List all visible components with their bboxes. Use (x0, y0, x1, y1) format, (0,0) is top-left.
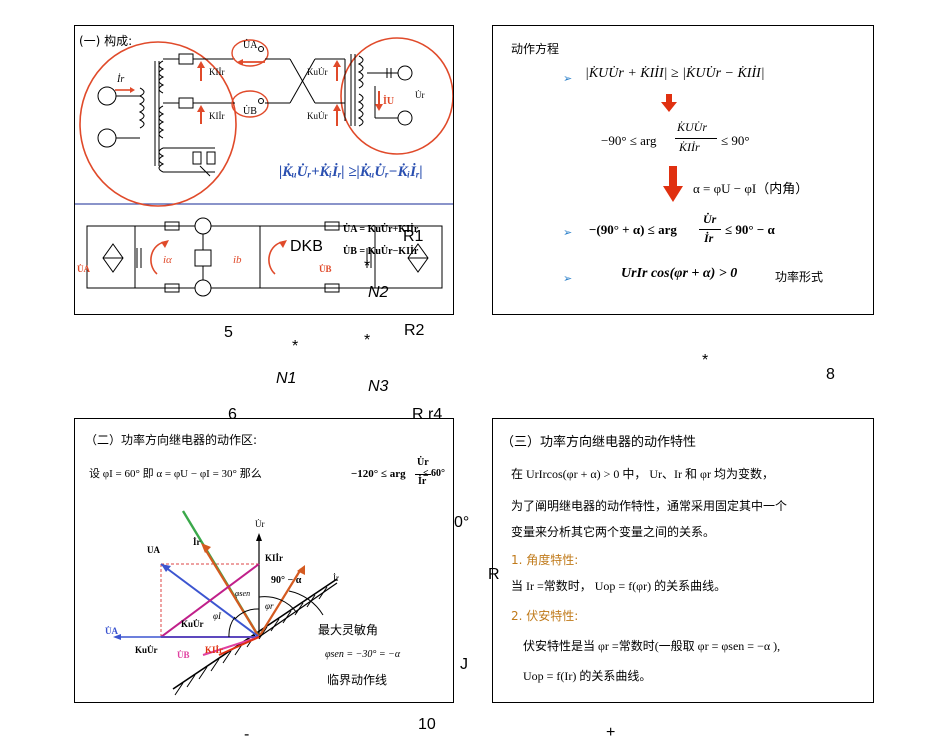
label-ub-mid: U̇B (243, 106, 257, 117)
phasor-label-ua2: U̇A (105, 626, 118, 636)
action-zone-panel: （二）功率方向继电器的动作区: 设 φI = 60° 即 α = φU − φI… (74, 418, 454, 703)
stray-r3: R r4 (412, 406, 443, 423)
relay-circuit-diagram (75, 37, 453, 297)
stray-six: 6 (228, 406, 237, 423)
composition-panel: (一) 构成: U̇A KIİr KIİr U̇B KuU̇r KuU̇r İr… (74, 25, 454, 315)
equation-2-fraction-bar (675, 138, 717, 139)
equation-4-denominator: İr (704, 231, 714, 245)
label-kuur-1: KuU̇r (307, 67, 328, 77)
stray-n3: N3 (368, 378, 389, 395)
label-ur: U̇r (415, 90, 425, 100)
action-zone-formula-b: −120° ≤ arg (351, 468, 406, 480)
equation-2-numerator: K̇UU̇r (677, 120, 708, 134)
phasor-label-kuur2: KuU̇r (135, 645, 158, 655)
equation-5: UrIr cos(φr + α) > 0 (621, 266, 738, 281)
phasor-label-ir: İr (193, 537, 201, 547)
label-kuur-2: KuU̇r (307, 111, 328, 121)
stray-star-4: * (702, 352, 709, 369)
equation-2-left: −90° ≤ arg (601, 133, 657, 148)
characteristic-line-1: 在 UrIrcos(φr + α) > 0 中， Ur、Ir 和 φr 均为变数… (511, 467, 774, 481)
equation-4-numerator: U̇r (703, 212, 717, 226)
bullet-arrow-icon: ➢ (563, 272, 573, 285)
label-kiir-2: KIİr (209, 111, 225, 121)
boundary-line-label: 临界动作线 (327, 673, 388, 687)
label-kiir-1: KIİr (209, 67, 225, 77)
stray-eight: 8 (826, 366, 835, 383)
equation-ua: U̇A = KuU̇r+KIİr (343, 224, 419, 235)
angle-characteristic-text: 当 Ir =常数时， Uop = f(φr) 的关系曲线。 (511, 579, 727, 593)
phasor-label-ua: UA (147, 545, 160, 555)
equation-4-right: ≤ 90° − α (725, 222, 775, 237)
phasor-label-ir2: İr (333, 573, 339, 583)
stray-plus: + (606, 724, 616, 741)
phasor-label-ur: U̇r (255, 519, 265, 529)
bullet-arrow-icon: ➢ (563, 72, 573, 85)
equation-2-right: ≤ 90° (721, 133, 750, 148)
volt-ampere-text-2: Uop = f(Ir) 的关系曲线。 (523, 669, 652, 683)
equation-5-note: 功率形式 (775, 270, 824, 284)
label-iu: İU (383, 96, 395, 107)
stray-r5: R (488, 566, 500, 583)
equation-ub: U̇B = KuU̇r−KIİr (343, 246, 419, 257)
label-ib: ib (233, 254, 242, 266)
phasor-label-kuur: KuU̇r (181, 619, 204, 629)
action-equation-title: 动作方程 (511, 42, 560, 56)
stray-minus: - (244, 726, 250, 743)
phi-sen-equation: φsen = −30° = −α (325, 649, 401, 660)
label-ir: İr (117, 74, 125, 85)
volt-ampere-text-1: 伏安特性是当 φr =常数时(一般取 φr = φsen = −α ), (523, 639, 781, 653)
label-ua-left: U̇A (77, 264, 90, 274)
down-arrow-icon (661, 94, 677, 112)
stray-star-2: * (292, 338, 299, 355)
phasor-label-phir: φr (265, 601, 274, 611)
action-zone-title: （二）功率方向继电器的动作区: (85, 433, 258, 447)
stray-star-3: * (364, 332, 371, 349)
stray-n1: N1 (276, 370, 297, 387)
characteristic-title: （三）功率方向继电器的动作特性 (501, 435, 697, 450)
big-down-arrow-icon (663, 166, 683, 202)
characteristic-line-2: 为了阐明继电器的动作特性，通常采用固定其中一个 (511, 499, 788, 513)
phasor-label-kiir2: KIİr (205, 645, 223, 655)
stray-n2: N2 (368, 284, 389, 301)
bullet-arrow-icon: ➢ (563, 226, 573, 239)
equation-2-denominator: K̇Iİr (679, 140, 700, 154)
stray-ten: 10 (418, 716, 436, 733)
label-ia: iα (163, 254, 172, 266)
max-sensitivity-label: 最大灵敏角 (318, 623, 379, 637)
angle-characteristic-heading: 1. 角度特性: (511, 553, 579, 567)
composition-inequality: |K̇ᵤU̇ᵣ+K̇ᵢİᵣ| ≥|K̇ᵤU̇ᵣ−K̇ᵢİᵣ| (279, 164, 423, 180)
phasor-label-kiir: KIİr (265, 553, 283, 563)
phasor-label-phi1: φI (213, 611, 221, 621)
equation-3: α = φU − φI（内角） (693, 181, 809, 196)
label-ua-top: U̇A (243, 40, 258, 51)
action-zone-formula-a: 设 φI = 60° 即 α = φU − φI = 30° 那么 (89, 468, 262, 480)
equation-4-fraction-bar (699, 229, 721, 230)
stray-zero-deg: 0° (454, 514, 470, 531)
action-zone-denominator: İr (418, 476, 427, 487)
action-zone-numerator: U̇r (417, 457, 429, 468)
stray-r1: R1 (403, 228, 424, 245)
composition-title: (一) 构成: (79, 34, 133, 48)
phasor-diagram (113, 510, 338, 696)
stray-five: 5 (224, 324, 233, 341)
stray-r2: R2 (404, 322, 425, 339)
phasor-label-angle: 90° − α (271, 575, 302, 586)
stray-star-1: * (364, 258, 371, 275)
characteristic-line-3: 变量来分析其它两个变量之间的关系。 (511, 525, 716, 539)
label-ub-right: U̇B (319, 264, 332, 274)
action-equation-panel: 动作方程 ➢ |K̇UU̇r + K̇IİI| ≥ |K̇UU̇r − K̇Iİ… (492, 25, 874, 315)
equation-4-left: −(90° + α) ≤ arg (589, 222, 677, 237)
volt-ampere-characteristic-heading: 2. 伏安特性: (511, 609, 579, 623)
stray-dkb: DKB (290, 238, 323, 255)
equation-1: |K̇UU̇r + K̇IİI| ≥ |K̇UU̇r − K̇IİI| (585, 66, 765, 81)
phasor-label-ub: U̇B (177, 650, 190, 660)
action-characteristic-panel: （三）功率方向继电器的动作特性 在 UrIrcos(φr + α) > 0 中，… (492, 418, 874, 703)
phasor-label-phisen: φsen (235, 589, 251, 598)
stray-j: J (460, 656, 468, 673)
action-zone-fraction-bar (415, 474, 431, 475)
action-zone-formula-c: ≤ 60° (423, 468, 445, 479)
